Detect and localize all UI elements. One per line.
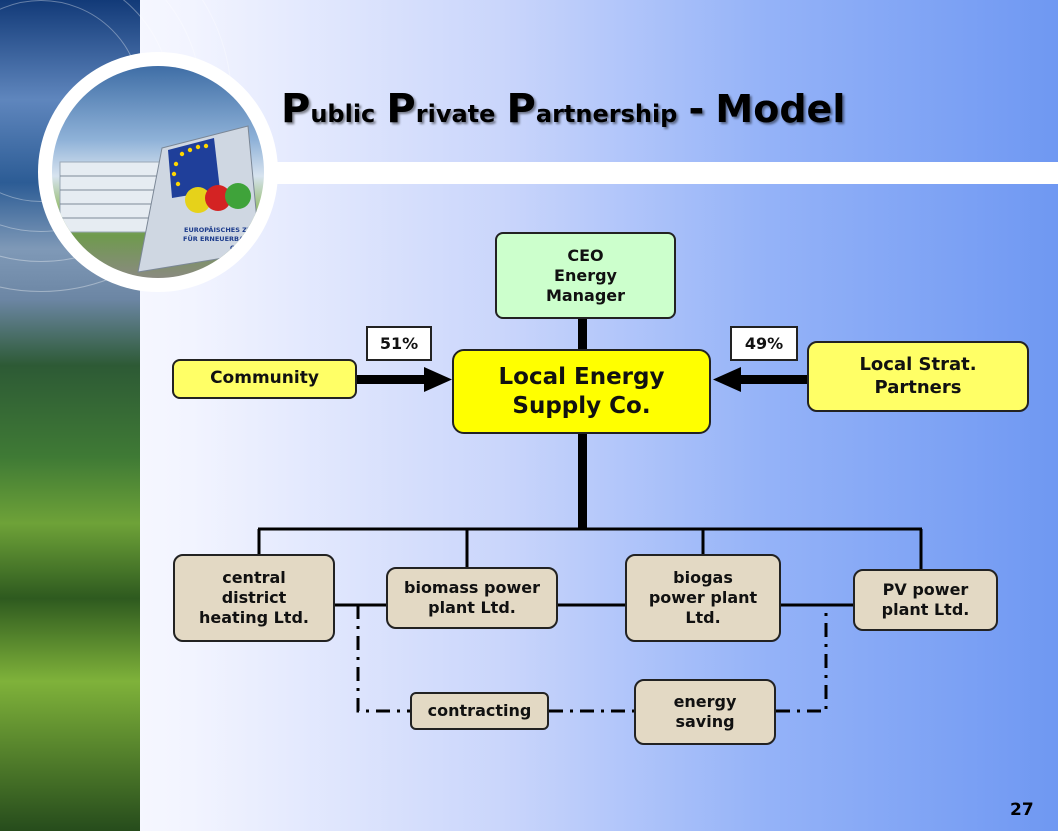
logo-illustration: EUROPÄISCHES ZENTRUM FÜR ERNEUERBARE ENE… [59, 125, 264, 273]
biogas-line-1: biogas [673, 568, 733, 587]
central-district-heating-box: central district heating Ltd. [173, 554, 335, 642]
energy-saving-box: energy saving [634, 679, 776, 745]
title-model: Model [715, 87, 846, 131]
title-underline-bar [270, 162, 1058, 184]
title-word-3: artnership [535, 100, 678, 128]
slide-title: Public Private Partnership - Model [281, 86, 845, 132]
community-arrow-head [424, 367, 452, 392]
sign-text-line2: FÜR ERNEUERBARE ENERGIE [183, 234, 264, 243]
logo-e-green [225, 183, 251, 209]
biomass-line-2: plant Ltd. [428, 598, 516, 617]
title-cap-1: P [281, 86, 311, 132]
local-energy-line-1: Local Energy [498, 363, 665, 390]
ceo-line-3: Manager [545, 285, 626, 305]
local-energy-line-2: Supply Co. [512, 392, 651, 419]
local-strat-partners-box: Local Strat. Partners [807, 341, 1029, 412]
biogas-line-2: power plant [648, 588, 758, 607]
trunk-connector [578, 432, 587, 530]
logo-e-yellow [185, 187, 211, 213]
ceo-line-2: Energy [554, 265, 617, 285]
central-line-2: district [221, 588, 287, 607]
central-line-3: heating Ltd. [199, 608, 309, 627]
eee-building-logo: EUROPÄISCHES ZENTRUM FÜR ERNEUERBARE ENE… [52, 66, 264, 278]
community-arrow-shaft [356, 375, 426, 384]
partners-line-2: Partners [874, 376, 962, 398]
title-word-2: rivate [415, 100, 496, 128]
biogas-line-3: Ltd. [685, 608, 721, 627]
ceo-line-1: CEO [567, 245, 604, 265]
partners-line-1: Local Strat. [859, 354, 977, 375]
eu-stars [171, 143, 209, 187]
title-word-1: ublic [310, 100, 376, 128]
partners-arrow-head [713, 367, 741, 392]
ceo-connector [578, 318, 587, 350]
ceo-energy-manager-box: CEO Energy Manager [495, 232, 676, 319]
partners-arrow-shaft [738, 375, 808, 384]
biomass-line-1: biomass power [404, 578, 540, 597]
energy-saving-line-2: saving [675, 712, 735, 731]
dashdot-left [356, 605, 410, 713]
title-cap-2: P [386, 86, 416, 132]
dashdot-right [776, 605, 828, 713]
community-share-badge: 51% [366, 326, 432, 361]
pv-line-2: plant Ltd. [881, 600, 970, 619]
pv-line-1: PV power [882, 580, 969, 599]
biomass-power-plant-box: biomass power plant Ltd. [386, 567, 558, 629]
partners-share-badge: 49% [730, 326, 798, 361]
pv-power-plant-box: PV power plant Ltd. [853, 569, 998, 631]
page-number: 27 [1010, 800, 1034, 820]
local-energy-supply-box: Local Energy Supply Co. [452, 349, 711, 434]
title-cap-3: P [506, 86, 536, 132]
logo-e-red [205, 185, 231, 211]
contracting-box: contracting [410, 692, 549, 730]
central-line-1: central [222, 568, 286, 587]
community-box: Community [172, 359, 357, 399]
biogas-power-plant-box: biogas power plant Ltd. [625, 554, 781, 642]
sign-text-line1: EUROPÄISCHES ZENTRUM [184, 225, 264, 234]
title-dash: - [688, 87, 705, 131]
energy-saving-line-1: energy [673, 692, 737, 711]
